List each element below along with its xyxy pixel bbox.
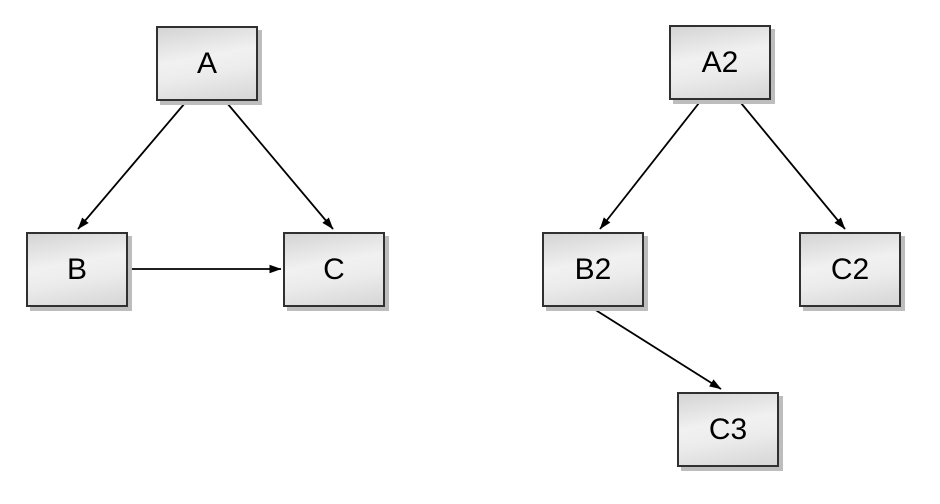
node-B2-label: B2: [574, 252, 612, 286]
node-C3-label: C3: [708, 412, 748, 446]
node-B[interactable]: B: [26, 232, 128, 307]
edge-A-C: [226, 102, 334, 230]
node-A2[interactable]: A2: [669, 25, 771, 100]
edge-B2-C3: [593, 308, 722, 390]
node-B2[interactable]: B2: [542, 232, 644, 307]
edge-A-B: [77, 102, 186, 230]
node-A-label: A: [196, 46, 217, 80]
node-B-label: B: [66, 252, 87, 286]
edge-A2-B2: [599, 102, 700, 230]
node-C2[interactable]: C2: [799, 232, 901, 307]
node-A2-label: A2: [701, 45, 739, 79]
edge-A2-C2: [740, 102, 846, 230]
node-C-label: C: [323, 252, 345, 286]
node-A[interactable]: A: [156, 26, 258, 101]
node-C[interactable]: C: [283, 232, 385, 307]
node-C3[interactable]: C3: [677, 392, 779, 467]
node-C2-label: C2: [830, 252, 870, 286]
